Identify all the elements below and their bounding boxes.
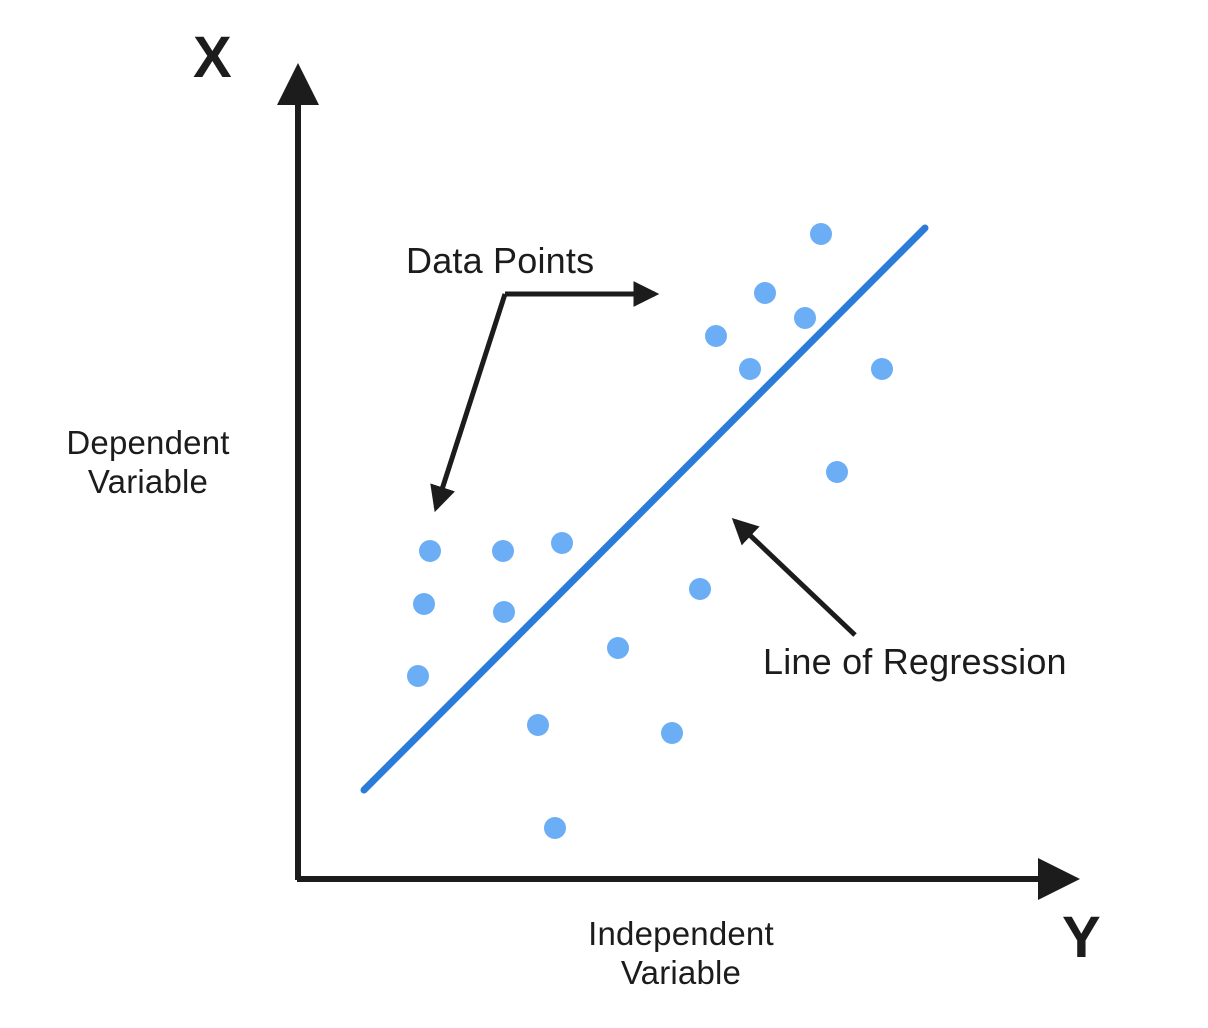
data-point xyxy=(551,532,573,554)
data-point xyxy=(871,358,893,380)
data-point xyxy=(493,601,515,623)
data-point xyxy=(754,282,776,304)
data-point xyxy=(794,307,816,329)
dependent-variable-axis-title: Dependent Variable xyxy=(18,424,278,502)
data-point xyxy=(544,817,566,839)
regression-arrow xyxy=(731,518,857,637)
independent-variable-line-2: Variable xyxy=(620,953,742,991)
data-points-callout-arrow xyxy=(430,281,660,513)
data-point xyxy=(527,714,549,736)
data-point xyxy=(826,461,848,483)
regression-callout-arrow xyxy=(731,518,857,637)
line-of-regression-label: Line of Regression xyxy=(763,641,1067,682)
data-point xyxy=(689,578,711,600)
data-points-label: Data Points xyxy=(406,240,595,281)
dependent-variable-line-2: Variable xyxy=(87,462,209,500)
data-point xyxy=(407,665,429,687)
data-point xyxy=(739,358,761,380)
data-points-arrow-down xyxy=(430,293,508,513)
regression-line-group xyxy=(360,224,929,794)
dependent-variable-line-1: Dependent xyxy=(66,424,230,461)
vertical-axis-letter: X xyxy=(193,25,233,90)
data-point-group xyxy=(407,223,893,839)
horizontal-axis-letter: Y xyxy=(1062,905,1102,970)
data-point xyxy=(492,540,514,562)
data-point xyxy=(607,637,629,659)
data-point xyxy=(419,540,441,562)
regression-line xyxy=(360,224,929,794)
independent-variable-line-1: Independent xyxy=(588,915,774,952)
data-point xyxy=(413,593,435,615)
data-point xyxy=(810,223,832,245)
independent-variable-axis-title: Independent Variable xyxy=(550,915,812,993)
data-point xyxy=(661,722,683,744)
data-point xyxy=(705,325,727,347)
